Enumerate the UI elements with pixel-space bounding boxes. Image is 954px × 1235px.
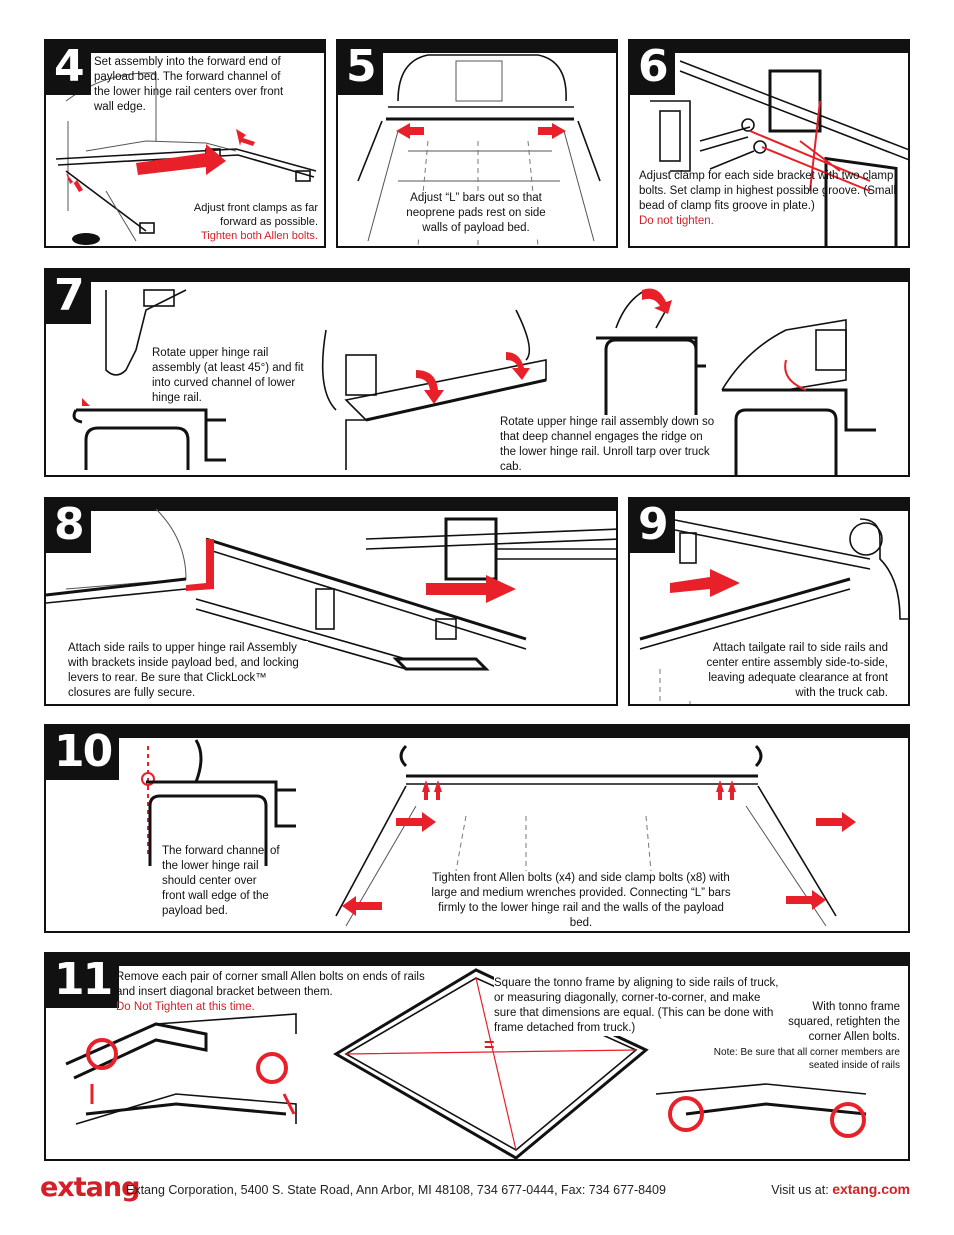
step-number: 10	[46, 726, 120, 780]
step-6-panel: 6 Adjust clamp for each side bracket wit…	[628, 39, 910, 248]
step-11-instructions-a: Remove each pair of corner small Allen b…	[116, 970, 426, 1015]
panel-header-bar	[46, 270, 908, 282]
step-8-illustration	[46, 508, 616, 671]
step-8-instructions: Attach side rails to upper hinge rail As…	[68, 641, 308, 701]
step-10-illustration	[141, 739, 856, 927]
website-link[interactable]: extang.com	[832, 1181, 910, 1197]
visit-label: Visit us at:	[771, 1183, 829, 1197]
step-4-instructions: Set assembly into the forward end of pay…	[94, 56, 284, 113]
clamp-note: Adjust front clamps as far forward as po…	[193, 202, 318, 228]
step-number: 9	[630, 499, 675, 553]
step-11-panel: 11 Remove each pair of corner small Alle…	[44, 952, 910, 1161]
step-10-instructions-a: The forward channel of the lower hinge r…	[162, 845, 280, 917]
bracket-instructions: Remove each pair of corner small Allen b…	[116, 971, 425, 998]
panel-header-bar	[46, 41, 324, 53]
company-address: Extang Corporation, 5400 S. State Road, …	[126, 1183, 666, 1197]
panel-header-bar	[338, 41, 616, 53]
step-9-illustration	[639, 518, 908, 704]
step-number: 6	[630, 41, 675, 95]
step-number: 5	[338, 41, 383, 95]
step-4-illustration	[55, 72, 317, 245]
do-not-tighten-note: Do Not Tighten at this time.	[116, 1001, 255, 1013]
do-not-tighten-note: Do not tighten.	[639, 215, 714, 227]
step-7-panel: 7 Rotate upper hinge rail assembly (at l…	[44, 268, 910, 477]
panel-header-bar	[630, 41, 908, 53]
step-9-instructions: Attach tailgate rail to side rails and c…	[688, 641, 888, 701]
step-6-illustration	[650, 60, 908, 246]
step-11-note: Note: Be sure that all corner members ar…	[713, 1047, 900, 1071]
step-5-illustration	[357, 54, 601, 246]
step-5-instructions: Adjust “L” bars out so that neoprene pad…	[400, 191, 552, 236]
panel-header-bar	[46, 499, 616, 511]
step-7-instructions-a: Rotate upper hinge rail assembly (at lea…	[152, 347, 304, 404]
equal-mark: =	[484, 1035, 495, 1055]
panel-header-bar	[46, 726, 908, 738]
step-7-illustration	[72, 288, 876, 475]
clamp-instructions: Adjust clamp for each side bracket with …	[639, 170, 896, 212]
step-4-note: Adjust front clamps as far forward as po…	[188, 201, 318, 243]
step-number: 11	[46, 954, 120, 1008]
step-10-instructions-b: Tighten front Allen bolts (x4) and side …	[430, 871, 732, 931]
step-4-panel: 4 Set assembly into the forward end of p…	[44, 39, 326, 248]
step-11-instructions-c: With tonno frame squared, retighten the …	[780, 1000, 900, 1045]
step-6-instructions: Adjust clamp for each side bracket with …	[639, 169, 908, 229]
step-number: 7	[46, 270, 91, 324]
extang-logo: extang	[40, 1172, 140, 1203]
step-7-instructions-b: Rotate upper hinge rail assembly down so…	[500, 415, 716, 475]
step-9-panel: 9 Attach tailgate rail to side rails and…	[628, 497, 910, 706]
panel-header-bar	[630, 499, 908, 511]
step-5-panel: 5 Adjust “L” bars out so that neoprene p…	[336, 39, 618, 248]
retighten-instructions: With tonno frame squared, retighten the …	[788, 1001, 900, 1043]
step-8-panel: 8 Attach side rails to upper hinge rail …	[44, 497, 618, 706]
tighten-note: Tighten both Allen bolts.	[200, 230, 318, 242]
step-11-instructions-b: Square the tonno frame by aligning to si…	[494, 976, 784, 1036]
website-line: Visit us at: extang.com	[771, 1181, 910, 1197]
step-10-panel: 10 The forward channel of the lower hing…	[44, 724, 910, 933]
step-number: 4	[46, 41, 91, 95]
step-number: 8	[46, 499, 91, 553]
panel-header-bar	[46, 954, 908, 966]
step-11-illustration	[65, 968, 867, 1159]
footer: extang Extang Corporation, 5400 S. State…	[40, 1172, 910, 1206]
